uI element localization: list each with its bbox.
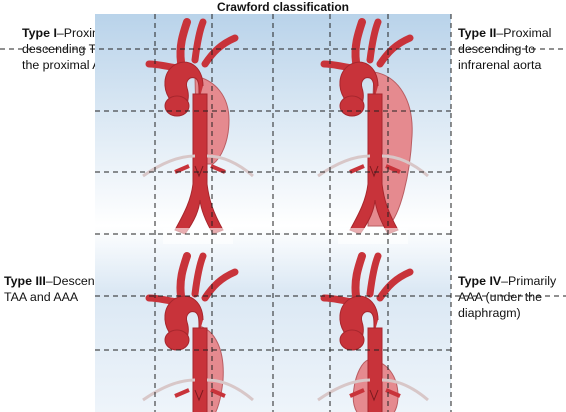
type-4-label: Type IV–Primarily AAA (under the diaphra… [458, 273, 564, 321]
type-3-name: Type III [4, 274, 46, 288]
type-2-name: Type II [458, 26, 497, 40]
type-1-aorta-illustration [142, 22, 254, 235]
diagram-title: Crawford classification [216, 0, 350, 14]
type-4-aorta-illustration [317, 256, 429, 412]
type-1-name: Type I [22, 26, 57, 40]
type-2-label: Type II–Proximal descending to infrarena… [458, 25, 564, 73]
dashed-grid [0, 14, 566, 412]
type-4-description: –Primarily AAA (under the diaphragm) [458, 274, 557, 320]
type-4-name: Type IV [458, 274, 502, 288]
type-3-aorta-illustration [142, 256, 254, 412]
